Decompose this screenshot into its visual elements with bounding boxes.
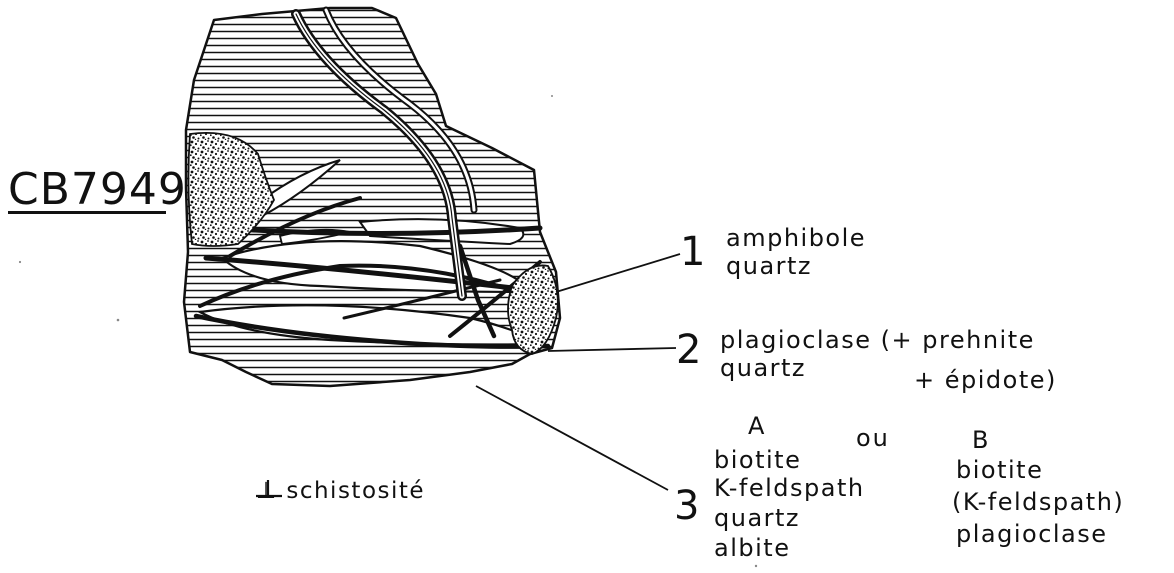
vein-3-variant-a-label: A	[748, 414, 766, 438]
vein-1-number: 1	[680, 232, 705, 272]
leader-line-2	[548, 348, 676, 351]
vein-2-number: 2	[676, 330, 701, 370]
vein-2-mineral-line-1: plagioclase (+ prehnite	[720, 328, 1035, 352]
vein-3-separator: ou	[856, 426, 890, 450]
leader-line-3	[476, 386, 668, 490]
leader-line-1	[556, 254, 680, 292]
vein-1-mineral-quartz: quartz	[726, 254, 812, 278]
vein-2-mineral-quartz: quartz	[720, 356, 806, 380]
vein-3-a-mineral-biotite: biotite	[714, 448, 801, 472]
vein-3-b-mineral-plagioclase: plagioclase	[956, 522, 1108, 546]
vein-3-a-mineral-k-feldspath: K-feldspath	[714, 476, 865, 500]
vein-3-b-mineral-k-feldspath: (K-feldspath)	[952, 490, 1124, 514]
sample-id: CB7949	[8, 168, 187, 212]
vein-3-a-mineral-quartz: quartz	[714, 506, 800, 530]
sample-id-underline	[8, 211, 166, 214]
vein-3-a-mineral-albite: albite	[714, 536, 790, 560]
vein-1-mineral-amphibole: amphibole	[726, 226, 866, 250]
vein-3-variant-b-label: B	[972, 428, 990, 452]
vein-3-number: 3	[674, 486, 699, 526]
vein-2-mineral-epidote: + épidote)	[914, 368, 1057, 392]
orientation-note: ⊥ schistosité	[256, 480, 425, 503]
vein-3-b-mineral-biotite: biotite	[956, 458, 1043, 482]
